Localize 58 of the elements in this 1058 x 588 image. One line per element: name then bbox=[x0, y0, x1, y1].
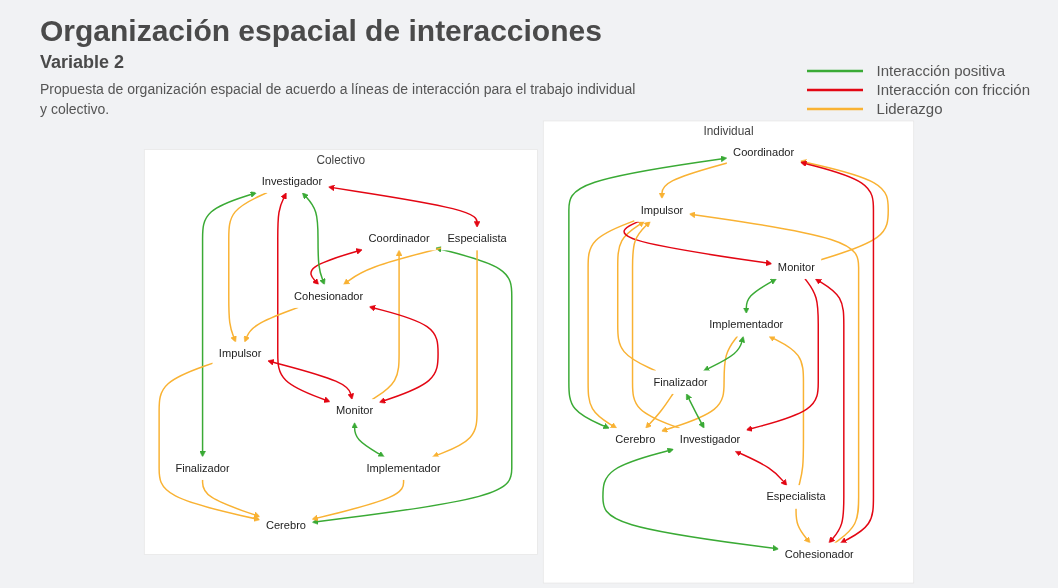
arrow bbox=[302, 192, 326, 286]
node-text: Especialista bbox=[447, 231, 507, 245]
title: Organización espacial de interacciones bbox=[40, 14, 602, 48]
arrow bbox=[277, 192, 331, 403]
subtitle: Variable 2 bbox=[40, 52, 125, 73]
arrow bbox=[703, 336, 745, 372]
arrow bbox=[432, 249, 478, 458]
arrow bbox=[688, 211, 860, 544]
node-text: Monitor bbox=[336, 404, 374, 417]
arrow bbox=[686, 393, 705, 429]
node-text: Cerebro bbox=[265, 518, 307, 532]
legend-label: Interacción positiva bbox=[876, 62, 1005, 79]
node-text: Implementador bbox=[709, 317, 784, 331]
arrow bbox=[311, 478, 405, 522]
arrow bbox=[328, 184, 481, 228]
arrow bbox=[371, 249, 403, 401]
arrow bbox=[645, 392, 674, 429]
legend-label: Liderazgo bbox=[876, 100, 943, 117]
node-text: Especialista bbox=[766, 490, 826, 503]
arrow bbox=[368, 305, 439, 404]
node-text: Cerebro bbox=[615, 432, 656, 446]
arrow bbox=[800, 160, 875, 544]
arrow bbox=[228, 191, 268, 343]
node-text: Impulsor bbox=[640, 203, 684, 216]
node-text: Cohesionador bbox=[784, 547, 854, 561]
arrow bbox=[587, 219, 636, 429]
arrow bbox=[734, 450, 788, 486]
legend-label: Interacción con fricción bbox=[876, 81, 1030, 98]
node-text: Coordinador bbox=[733, 145, 795, 159]
arrow bbox=[310, 248, 363, 286]
arrow bbox=[745, 277, 819, 432]
arrow bbox=[768, 335, 805, 487]
arrow bbox=[201, 478, 261, 518]
arrow bbox=[658, 162, 728, 199]
node-text: Investigador bbox=[261, 174, 323, 188]
arrow bbox=[199, 191, 257, 458]
arrow bbox=[631, 221, 681, 429]
arrow bbox=[617, 221, 657, 372]
arrow bbox=[568, 155, 728, 429]
description-text: Propuesta de organización espacial de acuerdo a líneas de interacción para el trabajo individual y colectivo. bbox=[40, 80, 637, 119]
arrow bbox=[799, 159, 889, 261]
node-text: Finalizador bbox=[653, 375, 708, 388]
arrow bbox=[351, 422, 385, 458]
node-text: Finalizador bbox=[175, 461, 230, 474]
node-text: Implementador bbox=[366, 461, 441, 474]
arrow bbox=[158, 362, 261, 522]
node-text: Cohesionador bbox=[294, 289, 364, 302]
arrow bbox=[795, 507, 811, 544]
arrow bbox=[343, 247, 443, 286]
arrow bbox=[267, 359, 354, 400]
node-text: Impulsor bbox=[218, 346, 262, 360]
arrow bbox=[602, 447, 780, 552]
arrow bbox=[311, 246, 513, 525]
arrow bbox=[623, 220, 773, 267]
arrow bbox=[661, 335, 739, 433]
node-text: Coordinador bbox=[368, 231, 430, 245]
arrow bbox=[743, 278, 777, 314]
arrow bbox=[815, 278, 845, 544]
